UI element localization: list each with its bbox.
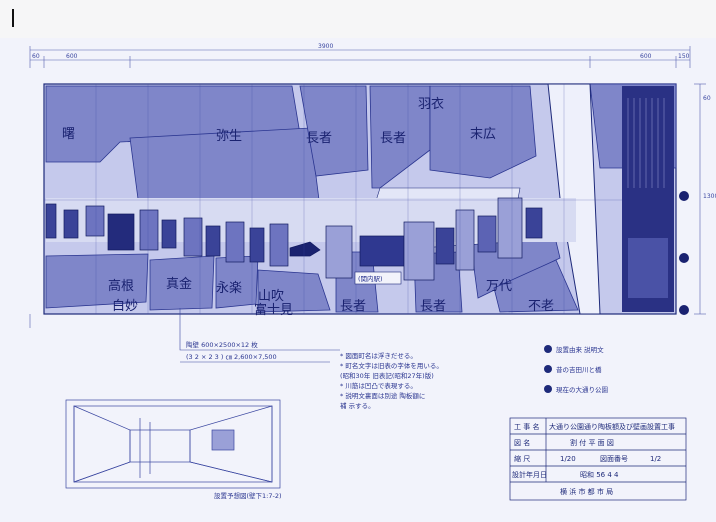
- district-label: 白妙: [112, 298, 138, 314]
- blueprint-sheet: 3900 60 600 600 150 60 1300: [0, 38, 716, 522]
- dim-left-sub: 600: [66, 53, 78, 60]
- title-block: [509, 417, 687, 501]
- title-value-office: 横 浜 市 都 市 局: [560, 487, 613, 496]
- district-label: 真金: [166, 276, 192, 292]
- district-label: 末広: [470, 127, 496, 142]
- spec-note-2: (3 2 × 2 3 ) ㎝ 2,600×7,500: [186, 353, 277, 361]
- legend: 設置由来 説明文 昔の吉田川と橋 現在の大通り公園: [544, 345, 608, 394]
- dim-total: 3900: [318, 43, 333, 50]
- district-label: 長者: [340, 299, 366, 314]
- legend-item: 昔の吉田川と橋: [556, 365, 602, 374]
- title-value-date: 昭和 56 4 4: [580, 470, 619, 479]
- district-label: 永楽: [216, 280, 242, 296]
- marker-dots: [679, 191, 689, 315]
- remark-line: 補 示する。: [340, 401, 375, 410]
- title-label-sheet-no: 図面番号: [600, 455, 628, 463]
- dimension-lines: [29, 46, 706, 328]
- district-label: 山吹: [258, 289, 284, 304]
- district-label: 万代: [486, 279, 512, 294]
- district-label: 長者: [420, 299, 446, 314]
- title-label-date: 設計年月日: [512, 470, 547, 479]
- text-cursor-icon: [12, 9, 14, 27]
- title-label-drawing: 図 名: [514, 438, 530, 447]
- district-label: 曙: [62, 127, 75, 142]
- remark-line: * 図面町名は浮きだせる。: [340, 351, 417, 360]
- district-label: 高根: [108, 278, 134, 294]
- station-label-box: [354, 271, 402, 285]
- spec-leader: [179, 308, 340, 363]
- remark-line: (昭和30年 旧表記(昭和27年)版): [340, 371, 434, 380]
- district-label: 羽衣: [418, 96, 444, 112]
- perspective-caption: 設置予想図(壁下1:7-2): [214, 491, 282, 500]
- title-label-scale: 縮 尺: [514, 454, 530, 463]
- station-label: (関内駅): [358, 274, 383, 283]
- district-label: 富士見: [254, 302, 293, 318]
- perspective-sketch: [65, 399, 281, 489]
- title-label-project: 工 事 名: [514, 422, 539, 431]
- legend-marker-icon: [544, 345, 552, 353]
- dim-side-b: 1300: [703, 193, 716, 200]
- dim-right-sub: 600: [640, 53, 652, 60]
- right-panel-hatch: [627, 98, 665, 188]
- dim-side-a: 60: [703, 95, 711, 102]
- right-panel-block: [628, 238, 668, 298]
- remark-line: * 町名文字は旧表の字体を用いる。: [340, 361, 443, 370]
- district-label: 長者: [380, 131, 406, 146]
- top-strip: [0, 0, 716, 38]
- legend-marker-icon: [544, 385, 552, 393]
- dim-right-margin: 150: [678, 53, 690, 60]
- boats: [45, 197, 543, 281]
- dim-left-margin: 60: [32, 53, 40, 60]
- legend-marker-icon: [544, 365, 552, 373]
- spec-note-1: 陶壁 600×2500×12 枚: [186, 340, 258, 349]
- title-value-scale: 1/20: [560, 455, 576, 463]
- legend-item: 設置由来 説明文: [556, 345, 604, 354]
- remark-line: * 説明文裏面は別途 陶板額に: [340, 391, 425, 400]
- district-label: 弥生: [216, 128, 242, 144]
- legend-item: 現在の大通り公園: [556, 385, 608, 394]
- title-value-drawing: 割 付 平 面 図: [570, 438, 614, 447]
- remarks: * 図面町名は浮きだせる。 * 町名文字は旧表の字体を用いる。 (昭和30年 旧…: [340, 351, 443, 410]
- district-label: 不老: [528, 299, 554, 314]
- title-value-sheet-no: 1/2: [650, 455, 661, 463]
- district-label: 長者: [306, 131, 332, 146]
- remark-line: * 川筋は凹凸で表現する。: [340, 381, 417, 390]
- title-value-project: 大通り公園通り陶板額及び壁画設置工事: [549, 422, 675, 431]
- blueprint-drawing: 3900 60 600 600 150 60 1300: [29, 43, 716, 501]
